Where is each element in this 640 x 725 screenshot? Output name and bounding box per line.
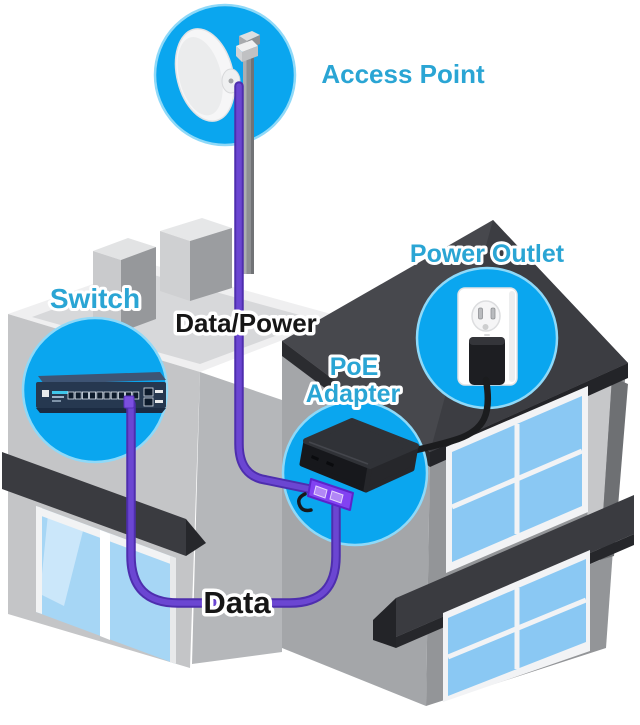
- socket-ground-hole: [482, 324, 489, 330]
- rj45-port: [110, 391, 118, 400]
- vent-top: [93, 238, 156, 260]
- awning-face: [396, 495, 634, 637]
- outlet-plug-icon: [457, 287, 518, 386]
- outlet-plate-shade: [509, 291, 515, 382]
- dish-inner: [177, 37, 223, 116]
- power-outlet-label: Power Outlet: [410, 240, 565, 268]
- left-awning: [2, 452, 206, 556]
- plug-adapter: [469, 337, 505, 385]
- socket-slot: [478, 307, 483, 320]
- awning-face: [2, 452, 186, 556]
- switch-bottom: [36, 408, 166, 413]
- rj45-port: [132, 391, 140, 400]
- access-point-node: [153, 3, 297, 274]
- vent-side: [121, 247, 156, 332]
- roof-vent-block: [93, 238, 156, 332]
- window-mullion-h: [447, 597, 587, 660]
- adapter-top: [303, 418, 419, 469]
- port-label: [155, 400, 163, 403]
- power-outlet-node: [415, 266, 559, 410]
- rj45-port: [118, 391, 125, 400]
- port-label: [155, 390, 163, 393]
- pole-cap-top: [239, 31, 260, 41]
- bracket-top: [236, 40, 258, 52]
- plug-top-bevel: [469, 337, 505, 345]
- bracket-side: [242, 46, 258, 62]
- rack-switch-icon: [36, 372, 166, 413]
- power-cable: [404, 376, 492, 456]
- access-point-label: Access Point: [321, 59, 485, 89]
- rj45-port: [67, 391, 75, 400]
- vent-front: [93, 251, 121, 332]
- storefront-windows: [36, 506, 176, 664]
- glass-highlight: [40, 514, 84, 606]
- upper-window: [446, 386, 588, 573]
- vent-side: [190, 228, 232, 301]
- pole-body: [243, 38, 254, 274]
- switch-label-text: [52, 396, 64, 398]
- awning-end-cap: [373, 598, 396, 648]
- switch-label-text: [52, 391, 68, 394]
- dish-antenna-icon: [174, 28, 236, 122]
- rj45-port: [96, 391, 104, 400]
- outlet-screw: [484, 334, 490, 336]
- rj45-port: [82, 391, 89, 400]
- left-building-side-wall: [192, 372, 282, 664]
- cable-strain-loop: [297, 492, 313, 513]
- switch-label: Switch: [50, 283, 140, 314]
- window-mullion-h: [451, 448, 583, 510]
- cables: [126, 81, 492, 608]
- data-power-cable: [236, 83, 327, 495]
- poe-adapter-label-line1: PoE: [330, 353, 379, 381]
- data-cable: [128, 401, 339, 606]
- rj45-port: [74, 391, 82, 400]
- glass-mullion: [100, 530, 110, 640]
- ethernet-ports: [67, 387, 163, 407]
- switch-label-text: [52, 400, 61, 402]
- adapter-edge-highlight: [308, 441, 369, 465]
- rj45-port: [89, 391, 96, 400]
- data-label: Data: [203, 585, 271, 620]
- glass-left-frame: [36, 506, 42, 614]
- sfp-port: [143, 387, 154, 397]
- poe-adapter-label-line2: Adapter: [306, 380, 401, 408]
- left-building: [2, 218, 342, 668]
- switch-logo: [42, 390, 49, 397]
- adapter-port: [313, 485, 328, 499]
- switch-node: [21, 316, 169, 464]
- vent-front: [160, 231, 190, 301]
- bracket-front: [236, 46, 242, 62]
- switch-top: [38, 372, 166, 384]
- data-power-label: Data/Power: [175, 308, 317, 338]
- roof-vent-block: [160, 218, 232, 301]
- pole-highlight: [243, 38, 247, 274]
- labels: Access Point Power Outlet Switch PoE Ada…: [47, 56, 568, 624]
- glass-right-frame: [170, 556, 176, 664]
- poe-injector-icon: [297, 418, 419, 513]
- socket-slot: [490, 307, 496, 320]
- pole-shade: [251, 38, 254, 274]
- lower-window: [443, 550, 590, 702]
- switch-cable-connector: [123, 395, 135, 409]
- dish-mount-bolt: [228, 78, 234, 84]
- dish-bracket: [236, 40, 258, 62]
- rj45-port: [103, 391, 111, 400]
- sfp-port: [143, 397, 154, 407]
- adapter-led: [311, 455, 319, 461]
- adapter-led: [326, 461, 334, 467]
- adapter-port: [329, 490, 344, 504]
- awning-end-cap: [186, 519, 206, 556]
- vent-top: [160, 218, 232, 241]
